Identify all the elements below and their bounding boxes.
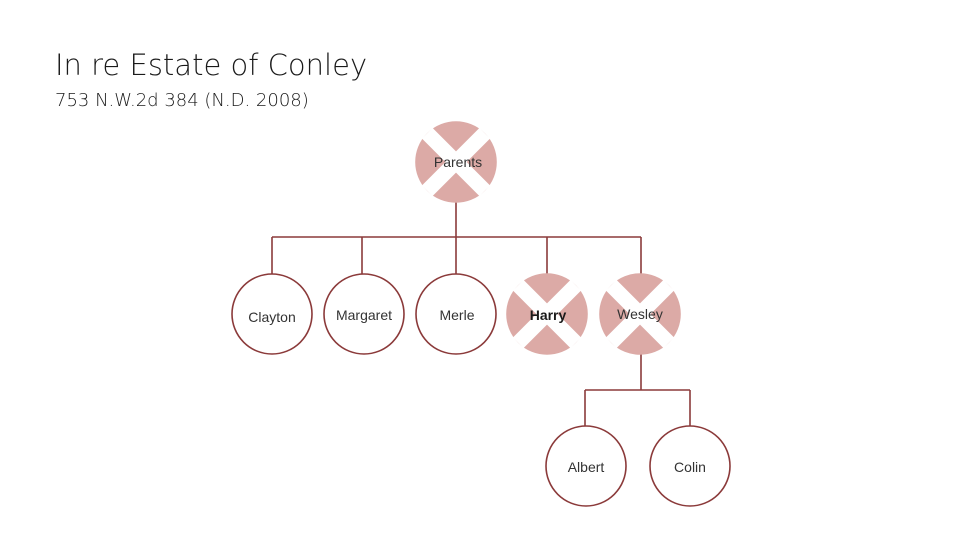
living-node-circle [545, 425, 627, 507]
node-parents: Parents [415, 121, 497, 203]
living-node-circle [323, 273, 405, 355]
deceased-cross-icon [421, 127, 491, 197]
deceased-cross-icon [605, 279, 675, 349]
cross-stroke [605, 279, 675, 349]
cross-stroke [512, 279, 582, 349]
connector-lines [271, 202, 691, 426]
node-clayton: Clayton [231, 273, 313, 355]
node-harry: Harry [506, 273, 588, 355]
node-label: Wesley [617, 306, 663, 322]
cross-stroke [421, 127, 491, 197]
node-label: Clayton [248, 309, 295, 325]
node-colin: Colin [649, 425, 731, 507]
node-albert: Albert [545, 425, 627, 507]
node-label: Merle [439, 307, 474, 323]
living-node-circle [415, 273, 497, 355]
living-node-circle [231, 273, 313, 355]
node-wesley: Wesley [599, 273, 681, 355]
node-label: Margaret [336, 307, 392, 323]
node-label: Parents [434, 154, 482, 170]
node-margaret: Margaret [323, 273, 405, 355]
node-label: Colin [674, 459, 706, 475]
node-label: Harry [530, 307, 567, 323]
node-merle: Merle [415, 273, 497, 355]
deceased-cross-icon [512, 279, 582, 349]
slide-title: In re Estate of Conley [55, 48, 368, 82]
case-citation: 753 N.W.2d 384 (N.D. 2008) [55, 90, 309, 111]
living-node-circle [649, 425, 731, 507]
node-label: Albert [568, 459, 605, 475]
